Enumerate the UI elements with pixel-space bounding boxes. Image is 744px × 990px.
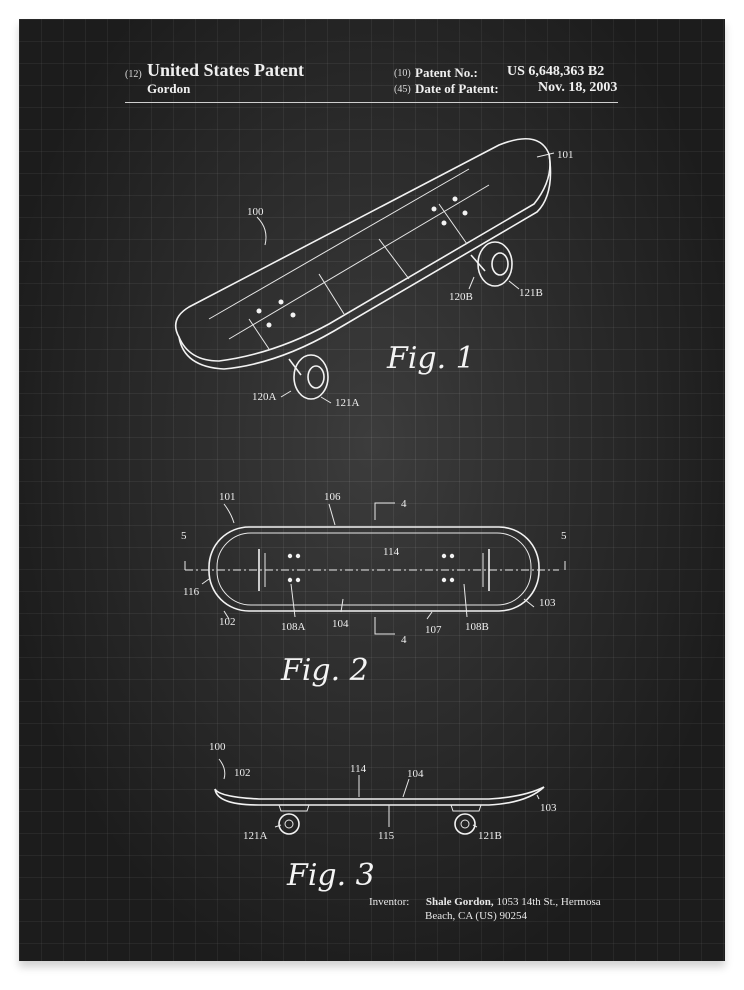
fig3-label-121A: 121A xyxy=(243,830,268,842)
code-45: (45) xyxy=(394,84,411,95)
fig2-label-107: 107 xyxy=(425,624,442,636)
fig3-label-100: 100 xyxy=(209,741,226,753)
fig1-label-101: 101 xyxy=(557,149,574,161)
fig2-label-5-right: 5 xyxy=(561,530,567,542)
patent-date: Nov. 18, 2003 xyxy=(538,80,618,95)
inventor-name: Shale Gordon, xyxy=(425,896,494,908)
fig3-label-114: 114 xyxy=(350,763,367,775)
patent-print: (12) United States Patent Gordon (10) Pa… xyxy=(19,19,725,961)
drawing-sheet: 100 101 120B 121B 120A 121A Fig. 1 xyxy=(174,137,574,893)
fig3-label-102: 102 xyxy=(234,767,251,779)
inventor-label: Inventor: xyxy=(369,896,410,908)
fig3-label-104: 104 xyxy=(407,768,424,780)
fig3-label-115: 115 xyxy=(378,830,395,842)
fig2-label-101: 101 xyxy=(219,491,236,503)
fig3-caption: Fig. 3 xyxy=(286,858,375,893)
patent-number: US 6,648,363 B2 xyxy=(507,64,605,79)
inventor-address-line2: Beach, CA (US) 90254 xyxy=(425,910,528,922)
code-12: (12) xyxy=(125,69,142,80)
fig1-label-100: 100 xyxy=(247,206,264,218)
fig2-label-5-left: 5 xyxy=(181,530,187,542)
fig2-label-108B: 108B xyxy=(465,621,489,633)
fig2-label-104: 104 xyxy=(332,618,349,630)
fig3-label-121B: 121B xyxy=(478,830,502,842)
inventor-surname: Gordon xyxy=(147,81,191,96)
fig1-caption: Fig. 1 xyxy=(386,341,475,376)
fig2-top-view-drawing xyxy=(184,502,566,635)
fig2-label-102: 102 xyxy=(219,616,236,628)
fig1-skateboard-drawing xyxy=(174,137,555,404)
fig2-label-103: 103 xyxy=(539,597,556,609)
fig1-label-121A: 121A xyxy=(335,397,360,409)
code-10: (10) xyxy=(394,68,411,79)
fig2-label-4-top: 4 xyxy=(401,498,407,510)
patent-title: United States Patent xyxy=(147,60,304,80)
fig1-label-120A: 120A xyxy=(252,391,277,403)
fig1-label-120B: 120B xyxy=(449,291,473,303)
fig1-label-121B: 121B xyxy=(519,287,543,299)
fig3-label-103: 103 xyxy=(540,802,557,814)
inventor-block: Inventor: Shale Gordon, 1053 14th St., H… xyxy=(369,895,601,923)
fig3-side-view-drawing xyxy=(214,758,545,835)
date-label: Date of Patent: xyxy=(415,81,499,96)
fig2-label-116: 116 xyxy=(183,586,200,598)
header-rule xyxy=(125,102,618,103)
fig2-caption: Fig. 2 xyxy=(280,653,369,688)
fig2-label-106: 106 xyxy=(324,491,341,503)
fig2-label-4-bottom: 4 xyxy=(401,634,407,646)
fig2-label-114: 114 xyxy=(383,546,400,558)
inventor-address-line1: 1053 14th St., Hermosa xyxy=(496,896,601,908)
patent-no-label: Patent No.: xyxy=(415,65,478,80)
fig2-label-108A: 108A xyxy=(281,621,306,633)
